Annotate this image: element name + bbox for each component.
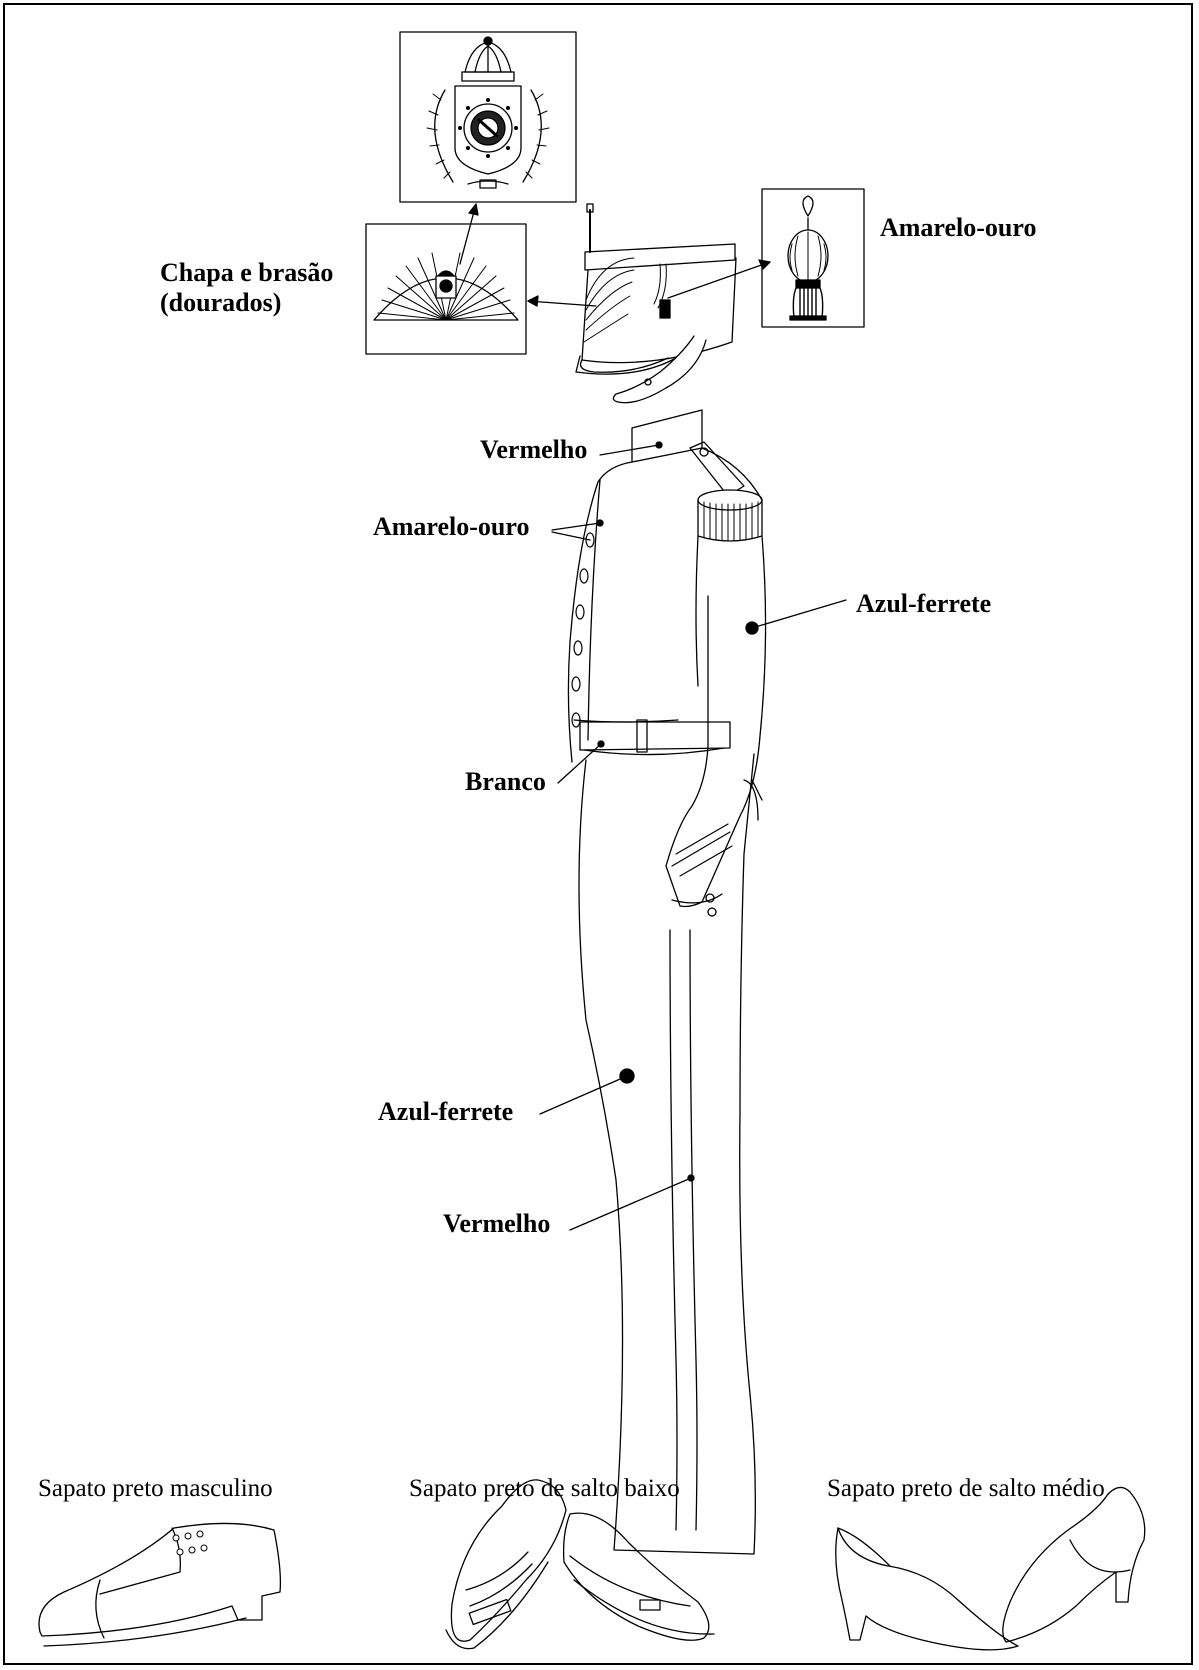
plate-detail [366, 224, 526, 354]
caption-male-shoe: Sapato preto masculino [38, 1476, 273, 1502]
trousers [579, 754, 762, 1554]
label-trousers-color: Azul-ferrete [378, 1098, 513, 1125]
low-heel-shoe-left [446, 1480, 566, 1649]
pointers [540, 442, 846, 1230]
low-heel-shoe-right [564, 1513, 714, 1640]
mid-heel-shoe-right [1003, 1487, 1145, 1642]
label-belt-color: Branco [465, 768, 546, 795]
label-plate-gilded: (dourados) [160, 289, 281, 316]
label-stripe-color: Vermelho [443, 1210, 550, 1237]
coat-of-arms-detail [400, 32, 576, 202]
label-sleeve-color: Azul-ferrete [856, 590, 991, 617]
shako-hat [576, 204, 736, 403]
caption-mid-heel-shoe: Sapato preto de salto médio [827, 1476, 1105, 1502]
jacket [568, 410, 765, 916]
label-tassel-color: Amarelo-ouro [880, 214, 1036, 241]
label-plate-coat-of-arms: Chapa e brasão [160, 259, 333, 286]
label-collar-color: Vermelho [480, 436, 587, 463]
male-shoe [39, 1523, 280, 1646]
tassel-detail [762, 189, 864, 327]
caption-low-heel-shoe: Sapato preto de salto baixo [409, 1476, 680, 1502]
mid-heel-shoe-left [836, 1528, 1018, 1650]
label-buttons-color: Amarelo-ouro [373, 513, 529, 540]
